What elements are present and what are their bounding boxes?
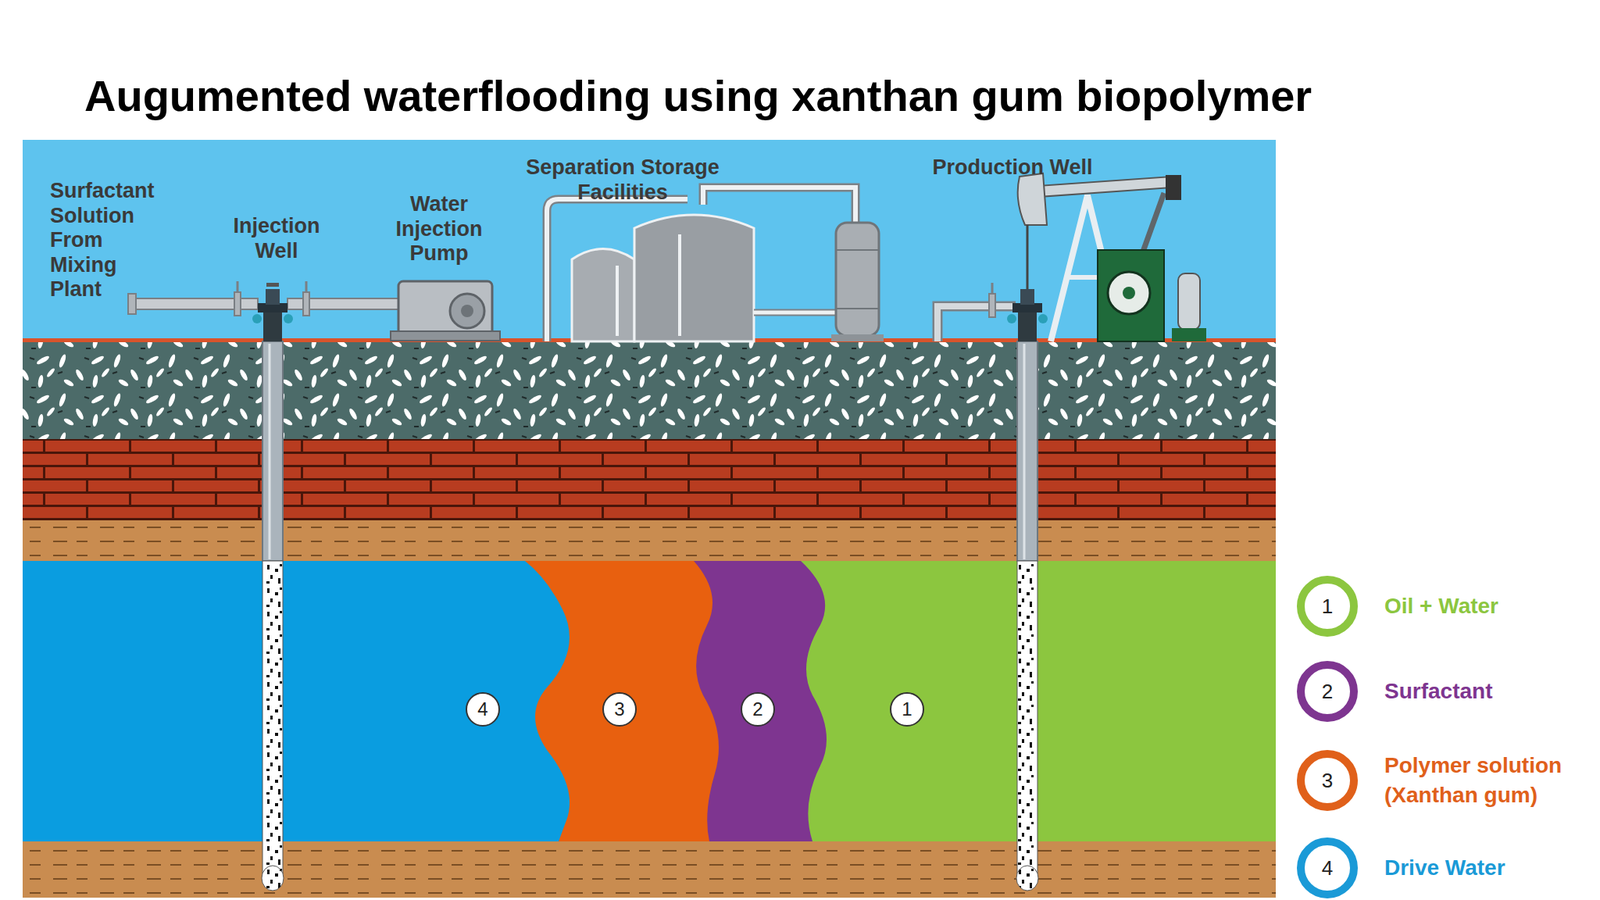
valve-stem xyxy=(991,282,994,294)
pump-hub xyxy=(460,304,474,318)
walking-beam xyxy=(1031,176,1177,198)
equipment-label: Separation Storage Facilities xyxy=(517,155,729,205)
sky xyxy=(22,139,1276,342)
callout-circle: 4 xyxy=(465,692,500,727)
casing-highlight xyxy=(1023,343,1026,560)
pipe-valve xyxy=(234,292,241,316)
valve-handle xyxy=(266,282,279,287)
equipment-label: Injection Well xyxy=(232,214,320,264)
vessel-base xyxy=(831,334,884,342)
surfactant-zone xyxy=(22,560,827,842)
wellhead-body xyxy=(1017,312,1037,342)
equipment-label: Surfactant Solution From Mixing Plant xyxy=(50,178,155,303)
polymer-zone xyxy=(22,560,719,842)
gravel-layer xyxy=(22,341,1276,440)
callout-number: 4 xyxy=(477,699,488,720)
gear-box xyxy=(1097,250,1165,342)
wellhead-port xyxy=(1038,314,1048,324)
wellhead-port xyxy=(283,314,293,324)
flow-line xyxy=(937,306,1016,342)
callout-circle: 3 xyxy=(602,692,637,727)
pump-motor xyxy=(450,293,485,329)
wellhead-valve xyxy=(265,289,280,305)
legend-text: Polymer solution (Xanthan gum) xyxy=(1384,750,1590,811)
callout-circle: 1 xyxy=(889,692,925,727)
legend-number: 3 xyxy=(1321,769,1333,792)
perforated-liner xyxy=(262,560,283,874)
sand-layer xyxy=(22,520,1276,561)
crank-wheel xyxy=(1107,271,1150,315)
oil-water-zone xyxy=(22,560,1276,842)
callout-circle: 2 xyxy=(740,692,775,727)
legend-text: Surfactant xyxy=(1384,676,1590,707)
legend-text: Drive Water xyxy=(1384,853,1590,883)
tank-highlight xyxy=(615,265,619,336)
legend-number: 4 xyxy=(1321,857,1333,879)
separator-vessel xyxy=(835,222,879,336)
pipe-valve xyxy=(303,292,310,316)
well-bottom xyxy=(1016,865,1039,891)
polished-rod xyxy=(1026,225,1029,291)
drive-water-zone xyxy=(22,560,570,842)
perforated-liner xyxy=(1017,560,1038,874)
callout-number: 1 xyxy=(901,699,912,720)
pump-base xyxy=(390,331,500,341)
valve-stem xyxy=(236,281,240,293)
equipment-label: Production Well xyxy=(932,155,1093,181)
base-sand-layer xyxy=(22,841,1276,898)
diagram-title: Augumented waterflooding using xanthan g… xyxy=(84,70,1312,122)
storage-tank xyxy=(634,214,754,342)
vessel-band xyxy=(835,249,879,251)
callout-number: 3 xyxy=(614,699,625,720)
crank-hub xyxy=(1122,286,1136,300)
well-casing xyxy=(262,341,283,561)
horse-head xyxy=(1017,173,1047,225)
well-bottom xyxy=(261,865,284,891)
tank-highlight xyxy=(678,234,682,336)
wellhead-body xyxy=(263,312,283,342)
flow-line-outline xyxy=(937,306,1016,342)
motor-housing xyxy=(1178,273,1200,330)
legend-number: 1 xyxy=(1321,595,1333,618)
cap-rock-layer xyxy=(22,439,1276,521)
wellhead-port xyxy=(252,314,262,324)
legend-number: 2 xyxy=(1321,680,1333,703)
beam-weight xyxy=(1165,175,1182,200)
callout-number: 2 xyxy=(752,699,763,720)
pipe-flange xyxy=(128,293,136,315)
vessel-band xyxy=(835,307,879,310)
process-pipe xyxy=(753,310,840,315)
equipment-label: Water Injection Pump xyxy=(395,192,483,267)
valve-stem xyxy=(305,281,308,293)
wellhead xyxy=(1007,289,1048,342)
storage-tank xyxy=(571,249,635,343)
motor-base xyxy=(1171,328,1207,342)
pipe-valve xyxy=(989,293,996,318)
wellhead xyxy=(252,282,293,342)
legend-text: Oil + Water xyxy=(1384,591,1590,622)
wellhead-valve xyxy=(1020,289,1035,305)
well-casing xyxy=(1017,341,1038,561)
injection-pump xyxy=(398,281,493,336)
wellhead-port xyxy=(1007,314,1017,324)
casing-highlight xyxy=(268,343,272,560)
process-pipe-outline xyxy=(753,309,840,317)
